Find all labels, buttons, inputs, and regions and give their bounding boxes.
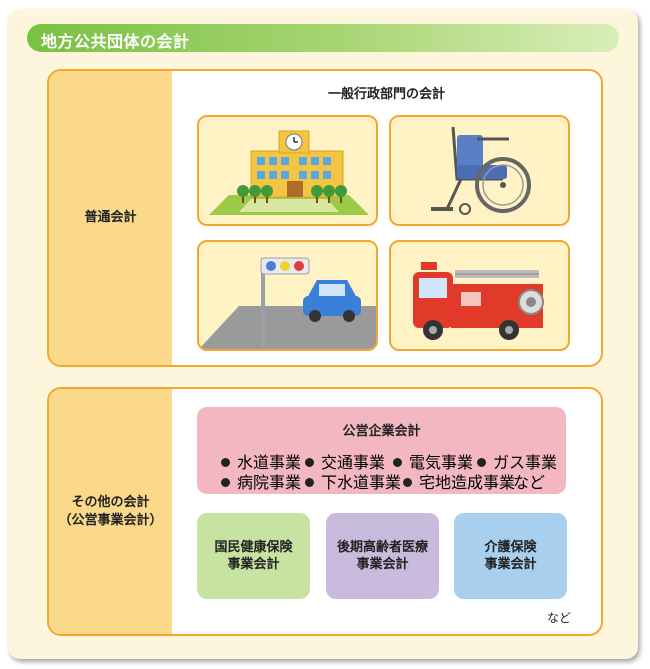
other-accounts-etc: など — [547, 611, 572, 625]
enterprise-etc: など — [513, 473, 546, 492]
box-label-line2: 事業会計 — [356, 557, 409, 572]
box-label-line1: 後期高齢者医療 — [336, 540, 428, 555]
box-label-line2: 事業会計 — [227, 557, 280, 572]
bullet-icon — [477, 458, 486, 467]
box-label-line1: 介護保険 — [484, 540, 537, 555]
enterprise-item-label: 宅地造成事業 — [419, 473, 516, 492]
enterprise-item-label: 交通事業 — [321, 453, 386, 472]
public-enterprise-box: 公営企業会計 水道事業 交通事業 電気事業 ガス事業 病院事業 下水道事業 宅地… — [197, 407, 566, 494]
other-accounts-label-line2: （公営事業会計） — [58, 512, 163, 528]
box-label-line2: 事業会計 — [484, 557, 537, 572]
general-account-panel: 普通会計 一般行政部門の会計 — [47, 69, 603, 367]
enterprise-item-label: 病院事業 — [237, 473, 302, 492]
elderly-medical-box: 後期高齢者医療 事業会計 — [326, 513, 439, 599]
diagram-title: 地方公共団体の会計 — [41, 32, 190, 51]
enterprise-item-sewer: 下水道事業 — [305, 469, 401, 493]
bullet-icon — [305, 458, 314, 467]
bullet-icon — [393, 458, 402, 467]
bullet-icon — [221, 478, 230, 487]
enterprise-item-label: 下水道事業 — [321, 473, 402, 492]
enterprise-item-label: 電気事業 — [409, 453, 474, 472]
traffic-illustration — [197, 240, 378, 351]
enterprise-item-electricity: 電気事業 — [393, 449, 473, 473]
other-accounts-panel: その他の会計 （公営事業会計） 公営企業会計 水道事業 交通事業 電気事業 ガス… — [47, 387, 603, 636]
enterprise-item-gas: ガス事業 — [477, 449, 557, 473]
bullet-icon — [221, 458, 230, 467]
box-label-line1: 国民健康保険 — [214, 540, 293, 555]
title-bar: 地方公共団体の会計 — [27, 24, 619, 52]
fire-truck-illustration — [389, 240, 570, 351]
enterprise-item-label: 水道事業 — [237, 453, 302, 472]
general-account-label-text: 普通会計 — [84, 210, 137, 225]
school-illustration — [197, 115, 378, 226]
general-admin-section-title: 一般行政部門の会計 — [327, 87, 445, 102]
bullet-icon — [305, 478, 314, 487]
care-insurance-box: 介護保険 事業会計 — [454, 513, 567, 599]
other-accounts-label-line1: その他の会計 — [71, 494, 150, 510]
other-accounts-label: その他の会計 （公営事業会計） — [49, 389, 172, 634]
enterprise-item-water: 水道事業 — [221, 449, 301, 473]
enterprise-item-land: 宅地造成事業 — [403, 469, 515, 493]
enterprise-item-hospital: 病院事業 — [221, 469, 301, 493]
general-account-label: 普通会計 — [49, 71, 172, 365]
enterprise-item-transport: 交通事業 — [305, 449, 385, 473]
enterprise-item-label: ガス事業 — [493, 453, 558, 472]
bullet-icon — [403, 478, 412, 487]
national-health-insurance-box: 国民健康保険 事業会計 — [197, 513, 310, 599]
public-enterprise-title: 公営企業会計 — [342, 424, 421, 439]
wheelchair-illustration — [389, 115, 570, 226]
